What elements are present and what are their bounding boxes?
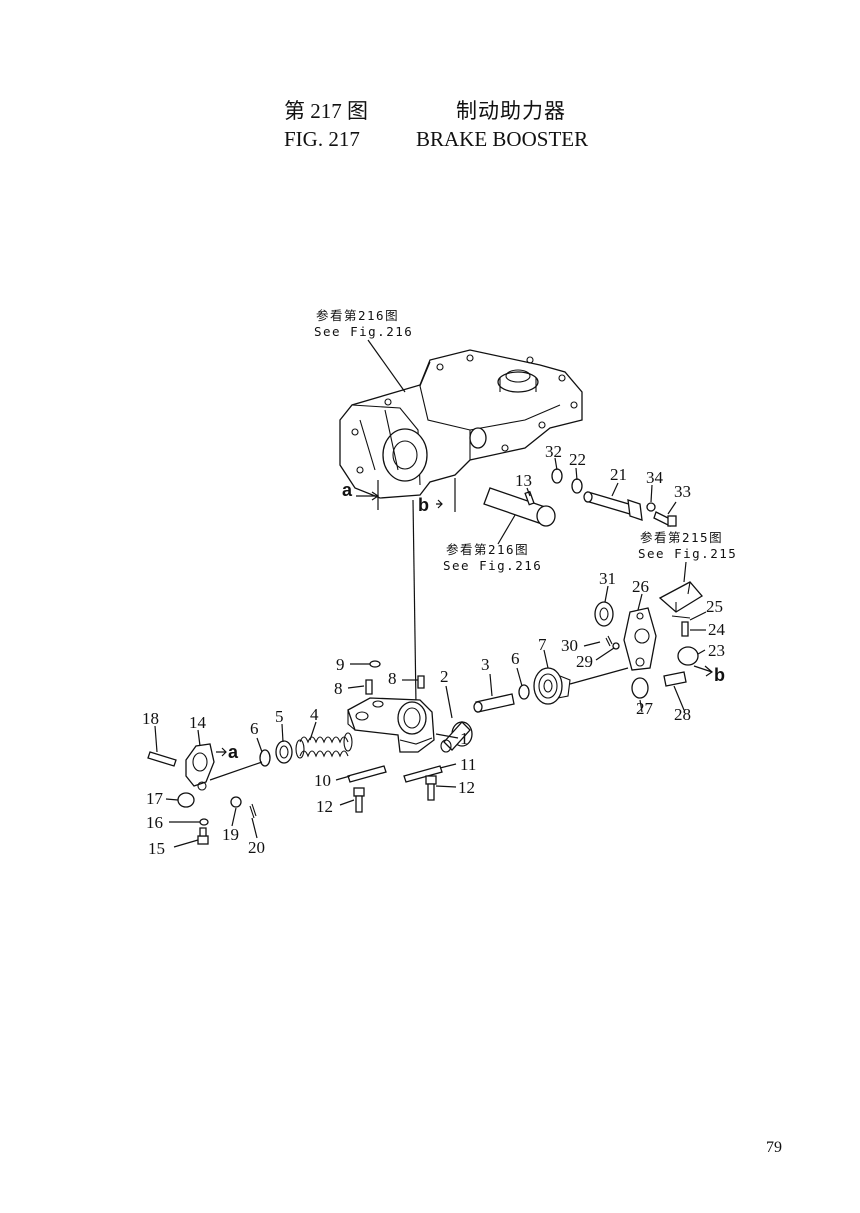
callout-9: 9	[336, 655, 345, 674]
spring-part-25	[671, 615, 691, 619]
bolt-part-12-right	[425, 775, 437, 801]
callout-32: 32	[545, 442, 562, 461]
ring-part-32	[551, 468, 563, 484]
piston-part-2	[440, 721, 473, 753]
rod-part-3	[473, 693, 515, 713]
callout-13: 13	[515, 471, 532, 490]
bolt-part-15	[197, 827, 209, 845]
spring-part-4	[295, 732, 353, 759]
callout-30: 30	[561, 636, 578, 655]
bushing-part-27	[631, 677, 649, 699]
retainer-part-5	[275, 740, 293, 764]
callout-34: 34	[646, 468, 664, 487]
view-marker-b-upper: b	[418, 495, 429, 515]
shaft-part-21	[583, 491, 643, 521]
figure-number-cn: 第 217 图	[284, 99, 368, 123]
callout-29: 29	[576, 652, 593, 671]
bolt-part-33	[653, 511, 677, 527]
callout-23: 23	[708, 641, 725, 660]
callout-4: 4	[310, 705, 319, 724]
ring-part-9	[369, 660, 381, 668]
lever-part-26	[623, 607, 657, 671]
clevis-part-23	[677, 646, 699, 666]
figure-title-en: BRAKE BOOSTER	[416, 127, 589, 151]
clevis-part	[658, 581, 703, 613]
washer-part-34	[646, 502, 656, 512]
callout-33: 33	[674, 482, 691, 501]
reference-en-216-mid: See Fig.216	[443, 558, 542, 573]
ring-part-22	[571, 478, 583, 494]
callout-11: 11	[460, 755, 476, 774]
housing-part	[339, 349, 583, 499]
callout-7: 7	[538, 635, 547, 654]
plug-part-8-lower	[365, 679, 373, 695]
shim-part-11	[403, 765, 443, 783]
plug-part-8-upper	[417, 675, 425, 689]
pin-part	[483, 487, 556, 527]
callout-15: 15	[148, 839, 165, 858]
bushing-part-17	[177, 792, 195, 808]
callout-22: 22	[569, 450, 586, 469]
callout-25: 25	[706, 597, 723, 616]
washer-part-16	[199, 818, 209, 826]
figure-number-en: FIG. 217	[284, 127, 360, 151]
diaphragm-part-7	[533, 667, 571, 705]
cotter-part-30	[605, 635, 613, 647]
reference-en-215: See Fig.215	[638, 546, 737, 561]
callout-3: 3	[481, 655, 490, 674]
callout-12-right: 12	[458, 778, 475, 797]
view-marker-a-upper: a	[342, 480, 353, 500]
view-marker-a-lower: a	[228, 742, 239, 762]
callout-18: 18	[142, 709, 159, 728]
view-marker-b-lower: b	[714, 665, 725, 685]
callout-27: 27	[636, 699, 654, 718]
callout-6-left: 6	[250, 719, 259, 738]
callout-12-left: 12	[316, 797, 333, 816]
spring-part-19	[230, 796, 242, 808]
cotter-part-20	[249, 803, 257, 819]
reference-cn-215: 参看第215图	[640, 530, 723, 545]
pin-part-28	[663, 671, 687, 687]
callout-26: 26	[632, 577, 649, 596]
bolt-part-18	[147, 751, 177, 767]
reference-cn-216-top: 参看第216图	[316, 308, 399, 323]
callout-17: 17	[146, 789, 164, 808]
bolt-part-12-left	[353, 787, 365, 813]
callout-24: 24	[708, 620, 726, 639]
lever-part-14	[185, 743, 215, 791]
figure-title-cn: 制动助力器	[456, 99, 566, 123]
guide-line-a-lower	[209, 761, 263, 781]
callout-8-left: 8	[334, 679, 343, 698]
page-number: 79	[766, 1139, 782, 1156]
washer-part-6-mid	[518, 684, 530, 700]
reference-cn-216-mid: 参看第216图	[446, 542, 529, 557]
callout-31: 31	[599, 569, 616, 588]
callout-16: 16	[146, 813, 163, 832]
reference-en-216-top: See Fig.216	[314, 324, 413, 339]
callout-8-right: 8	[388, 669, 397, 688]
pin-part-24	[681, 621, 689, 637]
callout-5: 5	[275, 707, 284, 726]
bracket-part-1	[347, 697, 435, 753]
callout-10: 10	[314, 771, 331, 790]
callout-20: 20	[248, 838, 265, 857]
callout-2: 2	[440, 667, 449, 686]
callout-14: 14	[189, 713, 207, 732]
washer-part-6-left	[259, 749, 271, 767]
callout-21: 21	[610, 465, 627, 484]
pin-part-29	[612, 642, 620, 650]
callout-6-mid: 6	[511, 649, 520, 668]
callout-28: 28	[674, 705, 691, 724]
shim-part-10	[347, 765, 387, 783]
callout-1: 1	[460, 729, 469, 748]
bearing-part-31	[594, 601, 614, 627]
callout-19: 19	[222, 825, 239, 844]
